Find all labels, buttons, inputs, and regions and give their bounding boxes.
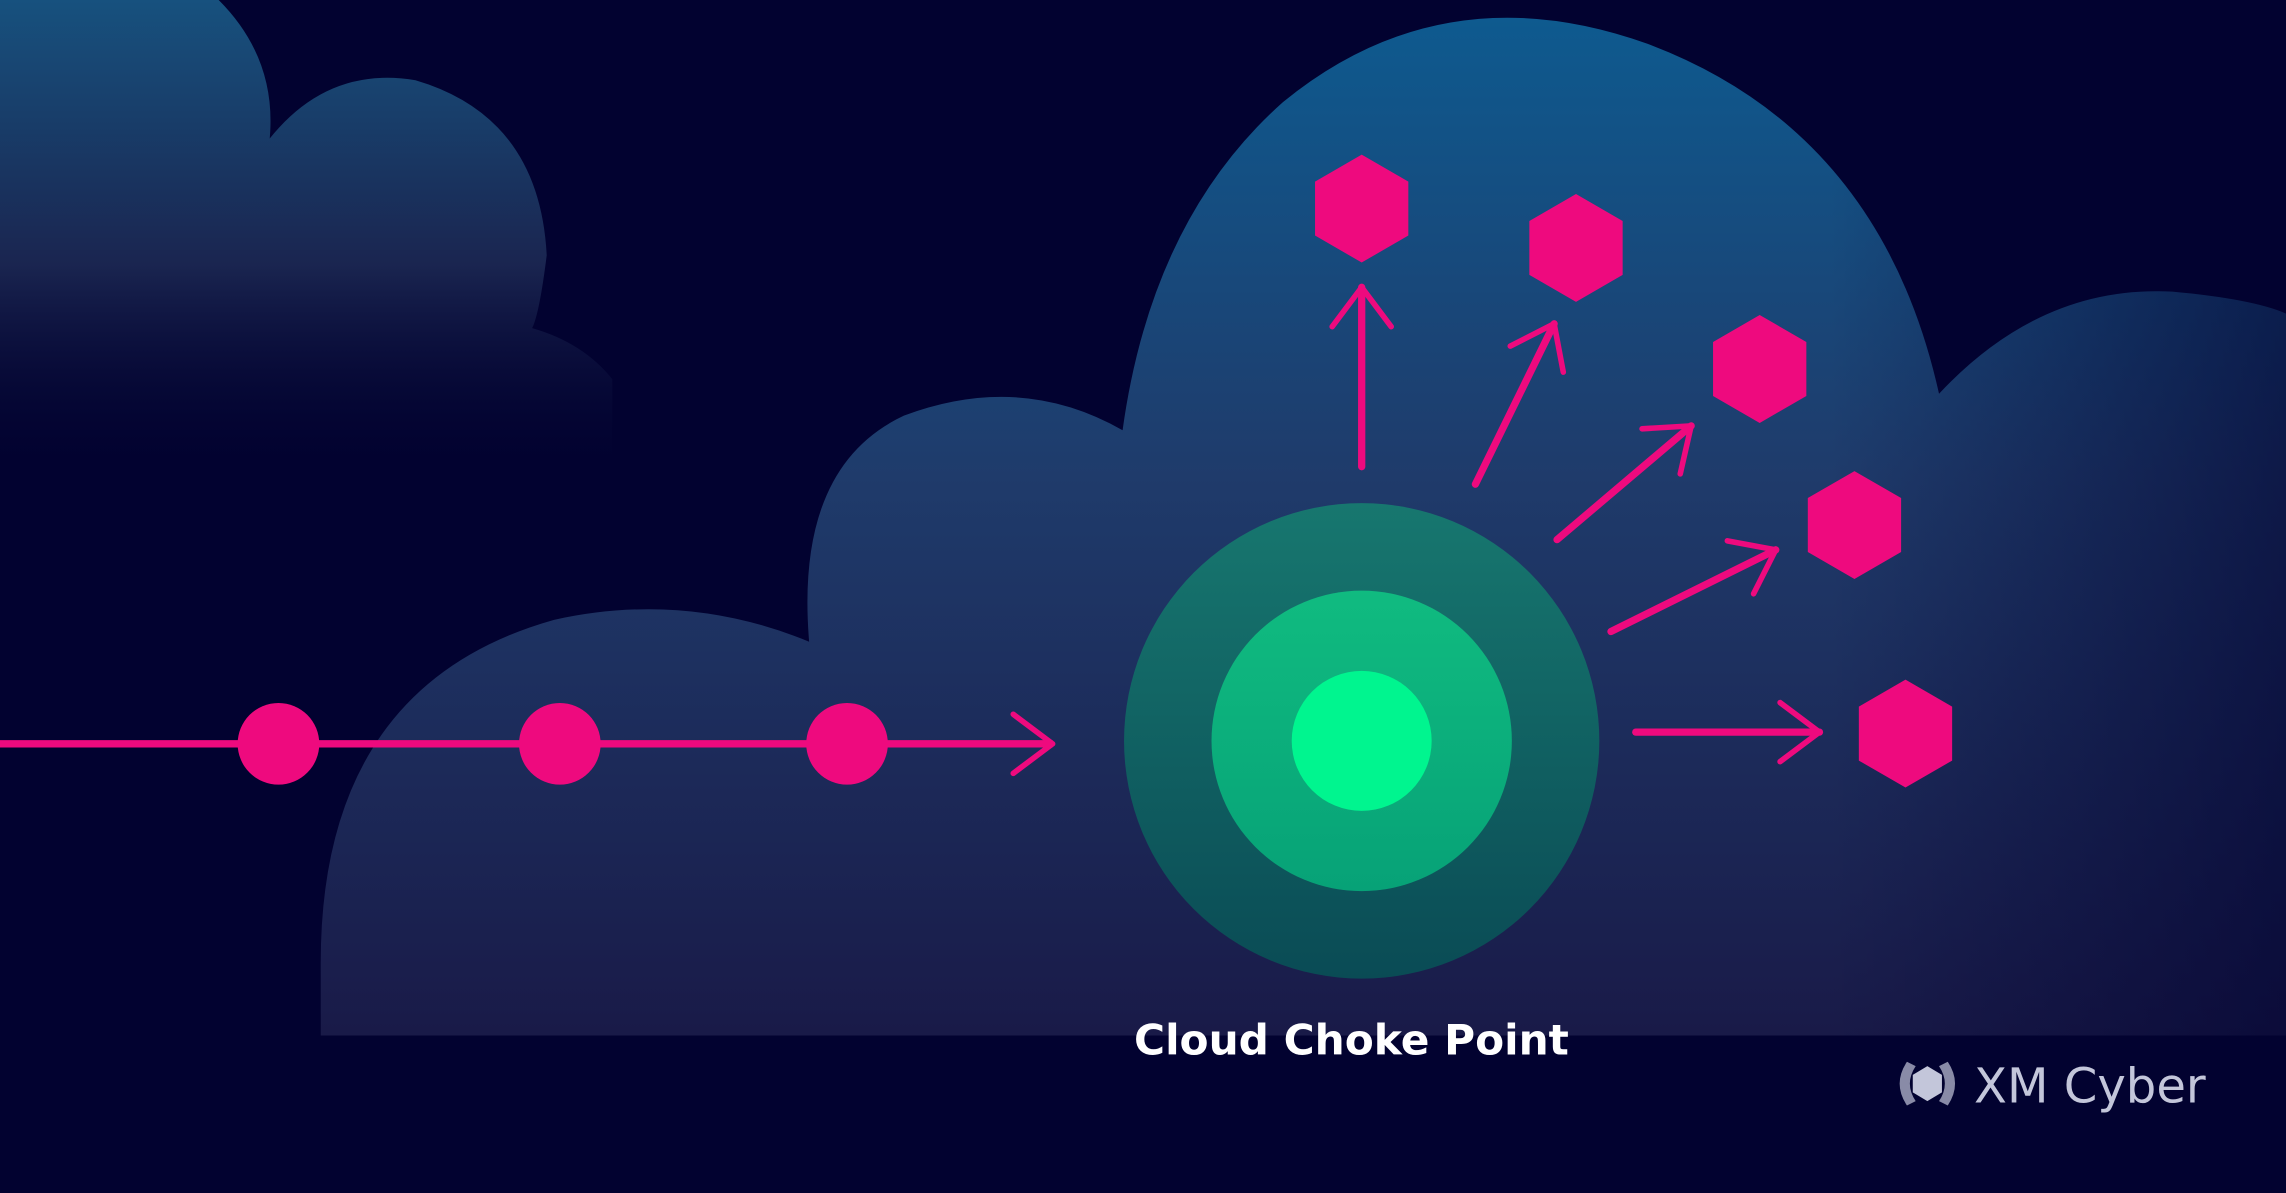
path-node bbox=[237, 702, 320, 785]
outgoing-arrows bbox=[1329, 283, 1824, 765]
choke-point bbox=[1124, 503, 1600, 979]
target-hexagon bbox=[1858, 679, 1953, 788]
target-assets bbox=[1315, 154, 1953, 788]
xm-cyber-logo-icon bbox=[1899, 1061, 1956, 1106]
path-node bbox=[806, 702, 888, 785]
arrow bbox=[1553, 422, 1695, 544]
xm-cyber-logo: XM Cyber bbox=[1899, 1059, 2206, 1115]
path-node bbox=[519, 702, 601, 785]
brand-name: XM Cyber bbox=[1974, 1059, 2206, 1115]
target-hexagon bbox=[1529, 193, 1623, 302]
attack-path bbox=[0, 702, 1056, 785]
arrow bbox=[1607, 538, 1780, 636]
target-hexagon bbox=[1315, 154, 1409, 263]
target-hexagon bbox=[1713, 315, 1807, 423]
choke-point-label: Cloud Choke Point bbox=[1134, 1015, 1569, 1064]
core bbox=[1291, 670, 1432, 811]
arrow bbox=[1471, 320, 1567, 488]
target-hexagon bbox=[1807, 471, 1902, 579]
